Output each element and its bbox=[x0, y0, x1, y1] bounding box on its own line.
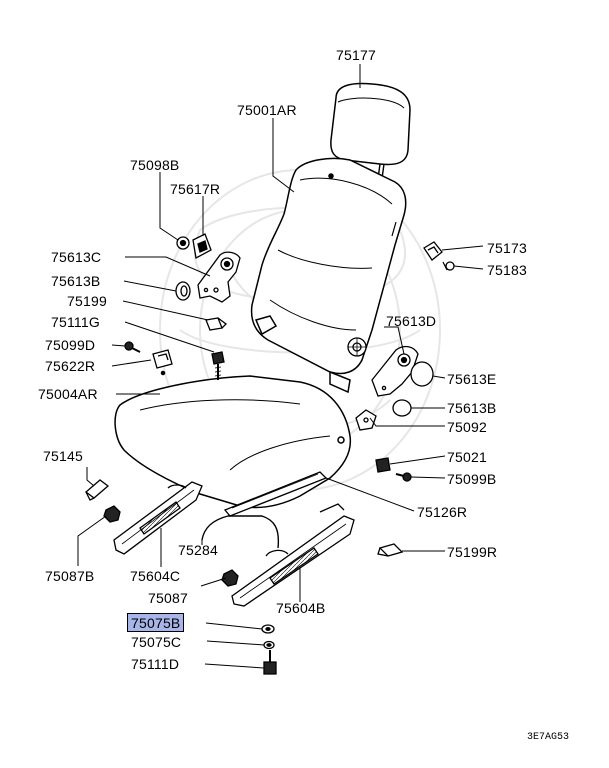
knob-75173 bbox=[423, 241, 443, 261]
label-75604C[interactable]: 75604C bbox=[130, 568, 181, 584]
ring-75613B-left bbox=[175, 281, 191, 301]
label-75199[interactable]: 75199 bbox=[67, 293, 107, 309]
label-75617R[interactable]: 75617R bbox=[170, 181, 221, 197]
label-75021[interactable]: 75021 bbox=[447, 449, 487, 465]
bushing-75021 bbox=[375, 457, 391, 473]
label-75099D[interactable]: 75099D bbox=[45, 337, 96, 353]
diagram-code: 3E7AG53 bbox=[527, 732, 570, 743]
cap-75098B bbox=[176, 236, 190, 250]
label-75199R[interactable]: 75199R bbox=[447, 544, 498, 560]
seat-cushion-75004AR bbox=[114, 370, 352, 509]
label-75613B-right[interactable]: 75613B bbox=[447, 400, 497, 416]
recliner-cover-75613D bbox=[371, 345, 419, 397]
label-75099B[interactable]: 75099B bbox=[447, 471, 497, 487]
label-75075B[interactable]: 75075B bbox=[127, 613, 185, 632]
clip-75199R bbox=[377, 543, 404, 557]
seat-back-75001AR bbox=[250, 157, 407, 394]
bracket-75613C bbox=[197, 251, 241, 303]
label-75613B-left[interactable]: 75613B bbox=[51, 273, 101, 289]
nut-75087B bbox=[103, 505, 121, 523]
bolt-75111G bbox=[211, 351, 225, 380]
nut-75087 bbox=[221, 569, 239, 587]
label-75004AR[interactable]: 75004AR bbox=[38, 386, 98, 402]
bolt-75111D bbox=[263, 650, 277, 675]
label-75613C[interactable]: 75613C bbox=[51, 249, 102, 265]
label-75001AR[interactable]: 75001AR bbox=[237, 102, 297, 118]
recliner-knob bbox=[347, 337, 367, 357]
cover-75622R bbox=[152, 349, 173, 369]
label-75177[interactable]: 75177 bbox=[336, 47, 376, 63]
washer-75075B[interactable] bbox=[261, 624, 275, 634]
slide-rail-75604B bbox=[231, 503, 355, 607]
label-75183[interactable]: 75183 bbox=[487, 262, 527, 278]
label-75075C[interactable]: 75075C bbox=[131, 634, 182, 650]
label-75604B[interactable]: 75604B bbox=[276, 600, 326, 616]
label-75126R[interactable]: 75126R bbox=[417, 504, 468, 520]
label-75092[interactable]: 75092 bbox=[447, 419, 487, 435]
label-75173[interactable]: 75173 bbox=[487, 240, 527, 256]
cover-75145 bbox=[84, 479, 110, 501]
label-75613D[interactable]: 75613D bbox=[386, 313, 437, 329]
label-75111D[interactable]: 75111D bbox=[131, 656, 180, 672]
cap-75613E bbox=[410, 361, 434, 387]
wire-75284 bbox=[201, 515, 280, 549]
label-75613E[interactable]: 75613E bbox=[447, 371, 497, 387]
label-75284[interactable]: 75284 bbox=[178, 542, 218, 558]
cap-75613B-right bbox=[392, 399, 412, 417]
label-75111G[interactable]: 75111G bbox=[51, 314, 100, 330]
label-75098B[interactable]: 75098B bbox=[130, 157, 180, 173]
screw-75099D bbox=[124, 341, 141, 353]
screw-75099B bbox=[395, 472, 412, 482]
label-75622R[interactable]: 75622R bbox=[45, 358, 96, 374]
slide-rail-75604C bbox=[113, 481, 203, 555]
label-75087B[interactable]: 75087B bbox=[45, 568, 95, 584]
clip-75199 bbox=[205, 317, 227, 331]
leader-lines bbox=[77, 64, 484, 669]
label-75145[interactable]: 75145 bbox=[43, 448, 83, 464]
pin-75183 bbox=[442, 261, 455, 271]
washer-75075C bbox=[263, 640, 275, 650]
label-75087[interactable]: 75087 bbox=[148, 590, 188, 606]
bracket-75092 bbox=[355, 409, 377, 431]
cover-75617R bbox=[192, 233, 212, 259]
